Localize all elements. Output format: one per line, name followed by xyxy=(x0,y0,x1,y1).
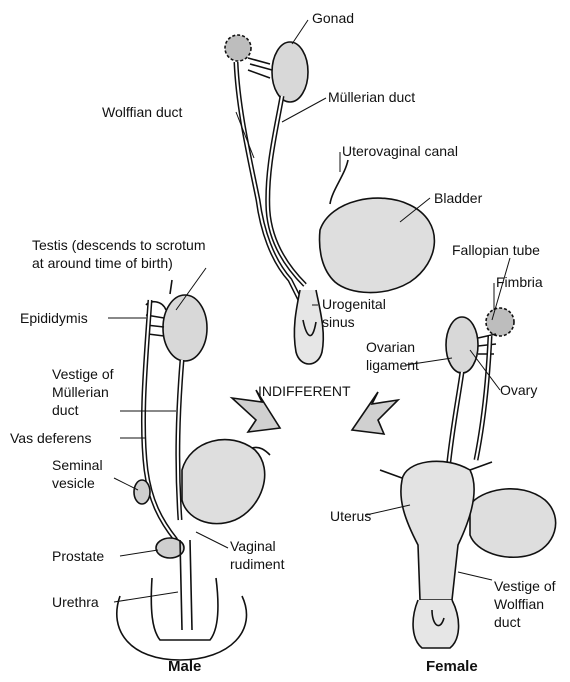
label-prostate: Prostate xyxy=(52,548,104,565)
label-vestige-wolffian-line2: Wolffian xyxy=(494,596,544,613)
label-fallopian-tube: Fallopian tube xyxy=(452,242,540,259)
label-vestige-wolffian-line1: Vestige of xyxy=(494,578,556,595)
female-uterus xyxy=(401,461,474,600)
indifferent-fimbria xyxy=(225,35,251,61)
male-penis xyxy=(151,578,218,640)
label-female: Female xyxy=(426,658,478,675)
label-uterovaginal-canal: Uterovaginal canal xyxy=(342,143,458,160)
label-mullerian-duct: Müllerian duct xyxy=(328,89,415,106)
indifferent-bladder xyxy=(320,198,435,292)
label-male: Male xyxy=(168,658,201,675)
female-ovary xyxy=(446,317,478,373)
label-vestige-mullerian-line1: Vestige of xyxy=(52,366,114,383)
label-indifferent: INDIFFERENT xyxy=(258,383,351,400)
label-fimbria: Fimbria xyxy=(496,274,543,291)
label-vaginal-line2: rudiment xyxy=(230,556,284,573)
label-vas-deferens: Vas deferens xyxy=(10,430,91,447)
label-bladder: Bladder xyxy=(434,190,482,207)
female-bladder xyxy=(470,489,556,557)
label-wolffian-duct: Wolffian duct xyxy=(102,104,182,121)
label-seminal-line1: Seminal xyxy=(52,457,103,474)
label-uterus: Uterus xyxy=(330,508,371,525)
indifferent-gonad xyxy=(272,42,308,102)
label-urogenital-line2: sinus xyxy=(322,314,355,331)
label-vestige-mullerian-line2: Müllerian xyxy=(52,384,109,401)
label-testis-line2: at around time of birth) xyxy=(32,255,173,272)
label-gonad: Gonad xyxy=(312,10,354,27)
label-vaginal-line1: Vaginal xyxy=(230,538,276,555)
male-bladder xyxy=(182,440,265,524)
male-seminal-vesicle xyxy=(134,480,150,504)
label-ovary: Ovary xyxy=(500,382,537,399)
label-testis-line1: Testis (descends to scrotum xyxy=(32,237,206,254)
female-fimbria xyxy=(486,308,514,336)
label-urogenital-line1: Urogenital xyxy=(322,296,386,313)
label-ovarian-line1: Ovarian xyxy=(366,339,415,356)
label-epididymis: Epididymis xyxy=(20,310,88,327)
label-ovarian-line2: ligament xyxy=(366,357,419,374)
label-vestige-mullerian-line3: duct xyxy=(52,402,78,419)
male-stage-drawing xyxy=(117,280,270,660)
male-testis xyxy=(163,295,207,361)
indifferent-urogenital-sinus xyxy=(294,290,323,364)
label-vestige-wolffian-line3: duct xyxy=(494,614,520,631)
label-seminal-line2: vesicle xyxy=(52,475,95,492)
arrow-to-female xyxy=(352,392,398,434)
label-urethra: Urethra xyxy=(52,594,99,611)
